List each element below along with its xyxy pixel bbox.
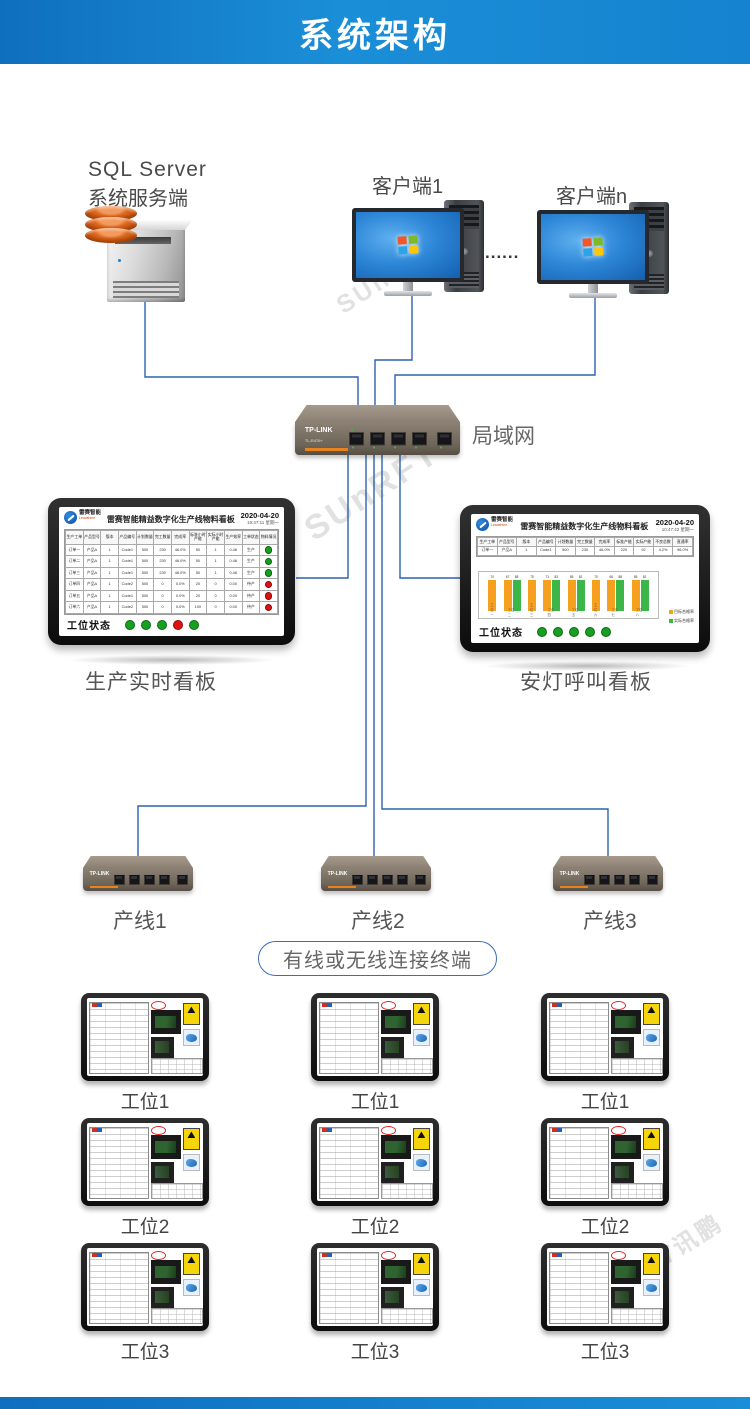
line3-label: 产线3 <box>583 910 637 933</box>
workstation2-label: 工位2 <box>580 1217 630 1238</box>
workstation3-label: 工位3 <box>120 1342 170 1363</box>
station-status-label: 工位状态 <box>479 628 523 639</box>
router-brand: TP-LINK <box>559 871 580 878</box>
production-board: 雷赛智能 Leadshine 雷赛智能精益数字化生产线物料看板 2020-04-… <box>48 498 295 645</box>
workstation-tablet <box>81 993 209 1081</box>
board-time: 10:47:42 星期一 <box>661 527 694 533</box>
board-shadow <box>482 661 692 671</box>
router-brand: TP-LINK <box>327 871 348 878</box>
brand-logo-icon <box>64 511 77 524</box>
client1-label: 客户端1 <box>372 176 444 198</box>
production-board-screen: 雷赛智能 Leadshine 雷赛智能精益数字化生产线物料看板 2020-04-… <box>59 507 284 636</box>
workstation-tablet <box>81 1243 209 1331</box>
workstation-tablet <box>311 1118 439 1206</box>
router-brand: TP-LINK <box>89 871 110 878</box>
connection-mode-pill: 有线或无线连接终端 <box>258 941 497 976</box>
sop-document-preview <box>547 1123 663 1201</box>
sop-document-preview <box>87 1248 203 1326</box>
line2-label: 产线2 <box>351 910 405 933</box>
line1-router-icon: TP-LINK <box>83 856 193 891</box>
line1-label: 产线1 <box>113 910 167 933</box>
brand-logo-icon <box>476 518 489 531</box>
client1-computer-icon <box>352 200 484 300</box>
lan-label: 局域网 <box>472 425 535 448</box>
production-board-caption: 生产实时看板 <box>85 671 217 694</box>
andon-summary-table: 生产工单产品型号版本产品编号计划数量完工数量完成率标准产能实际产能不良总数直通率… <box>476 536 694 557</box>
workstation-tablet <box>311 1243 439 1331</box>
workstation-tablet <box>541 993 669 1081</box>
board-title: 雷赛智能精益数字化生产线物料看板 <box>520 522 649 531</box>
brand-name: 雷赛智能 <box>79 510 102 516</box>
brand-name: 雷赛智能 <box>491 517 514 523</box>
workstation-tablet <box>311 993 439 1081</box>
server-label-line1: SQL Server <box>88 158 207 181</box>
station-status-label: 工位状态 <box>67 621 111 632</box>
page-footer-strip <box>0 1397 750 1409</box>
line2-router-icon: TP-LINK <box>321 856 431 891</box>
line3-router-icon: TP-LINK <box>553 856 663 891</box>
sop-document-preview <box>317 1123 433 1201</box>
client-n-computer-icon <box>537 202 669 302</box>
board-shadow <box>66 655 276 665</box>
workstation2-label: 工位2 <box>350 1217 400 1238</box>
station-status-dots <box>537 626 617 637</box>
andon-board-caption: 安灯呼叫看板 <box>520 671 652 694</box>
board-date: 2020-04-20 <box>655 518 694 527</box>
workstation3-label: 工位3 <box>580 1342 630 1363</box>
brand-sub: Leadshine <box>79 515 96 520</box>
board-date: 2020-04-20 <box>240 511 279 520</box>
workstation-tablet <box>541 1118 669 1206</box>
board-title: 雷赛智能精益数字化生产线物料看板 <box>106 515 235 524</box>
workstation-tablet <box>81 1118 209 1206</box>
sop-document-preview <box>87 1123 203 1201</box>
workstation1-label: 工位1 <box>580 1092 630 1113</box>
sql-server-icon <box>85 206 205 304</box>
router-brand: TP-LINK <box>304 426 333 434</box>
chart-legend: 目标合格率实际合格率 <box>668 609 694 624</box>
database-icon <box>85 206 137 243</box>
page-header: 系统架构 <box>0 0 750 64</box>
production-table: 生产工单产品型号版本产品编号计划数量完工数量完成率标准小时产能实际小时产能生产效… <box>64 529 279 615</box>
sop-document-preview <box>317 998 433 1076</box>
workstation-tablet <box>541 1243 669 1331</box>
workstation1-label: 工位1 <box>120 1092 170 1113</box>
brand-sub: Leadshine <box>491 522 508 527</box>
sop-document-preview <box>317 1248 433 1326</box>
page-title: 系统架构 <box>299 16 451 55</box>
workstation1-label: 工位1 <box>350 1092 400 1113</box>
workstation3-label: 工位3 <box>350 1342 400 1363</box>
windows-logo-icon <box>582 237 604 257</box>
andon-board: 雷赛智能 Leadshine 雷赛智能精益数字化生产线物料看板 2020-04-… <box>460 505 710 652</box>
board-time: 10:47:11 星期一 <box>247 520 279 526</box>
server-label-line2: 系统服务端 <box>88 188 188 210</box>
station-status-dots <box>125 619 205 630</box>
router-model: TL-R476+ <box>304 437 323 443</box>
andon-board-screen: 雷赛智能 Leadshine 雷赛智能精益数字化生产线物料看板 2020-04-… <box>471 514 699 643</box>
client-n-label: 客户端n <box>556 186 628 208</box>
sop-document-preview <box>87 998 203 1076</box>
connection-mode-label: 有线或无线连接终端 <box>283 950 472 972</box>
clients-ellipsis: ...... <box>485 243 520 262</box>
sop-document-preview <box>547 1248 663 1326</box>
windows-logo-icon <box>397 235 419 255</box>
sop-document-preview <box>547 998 663 1076</box>
lan-router-icon: TP-LINK TL-R476+ <box>295 405 460 455</box>
workstation2-label: 工位2 <box>120 1217 170 1238</box>
